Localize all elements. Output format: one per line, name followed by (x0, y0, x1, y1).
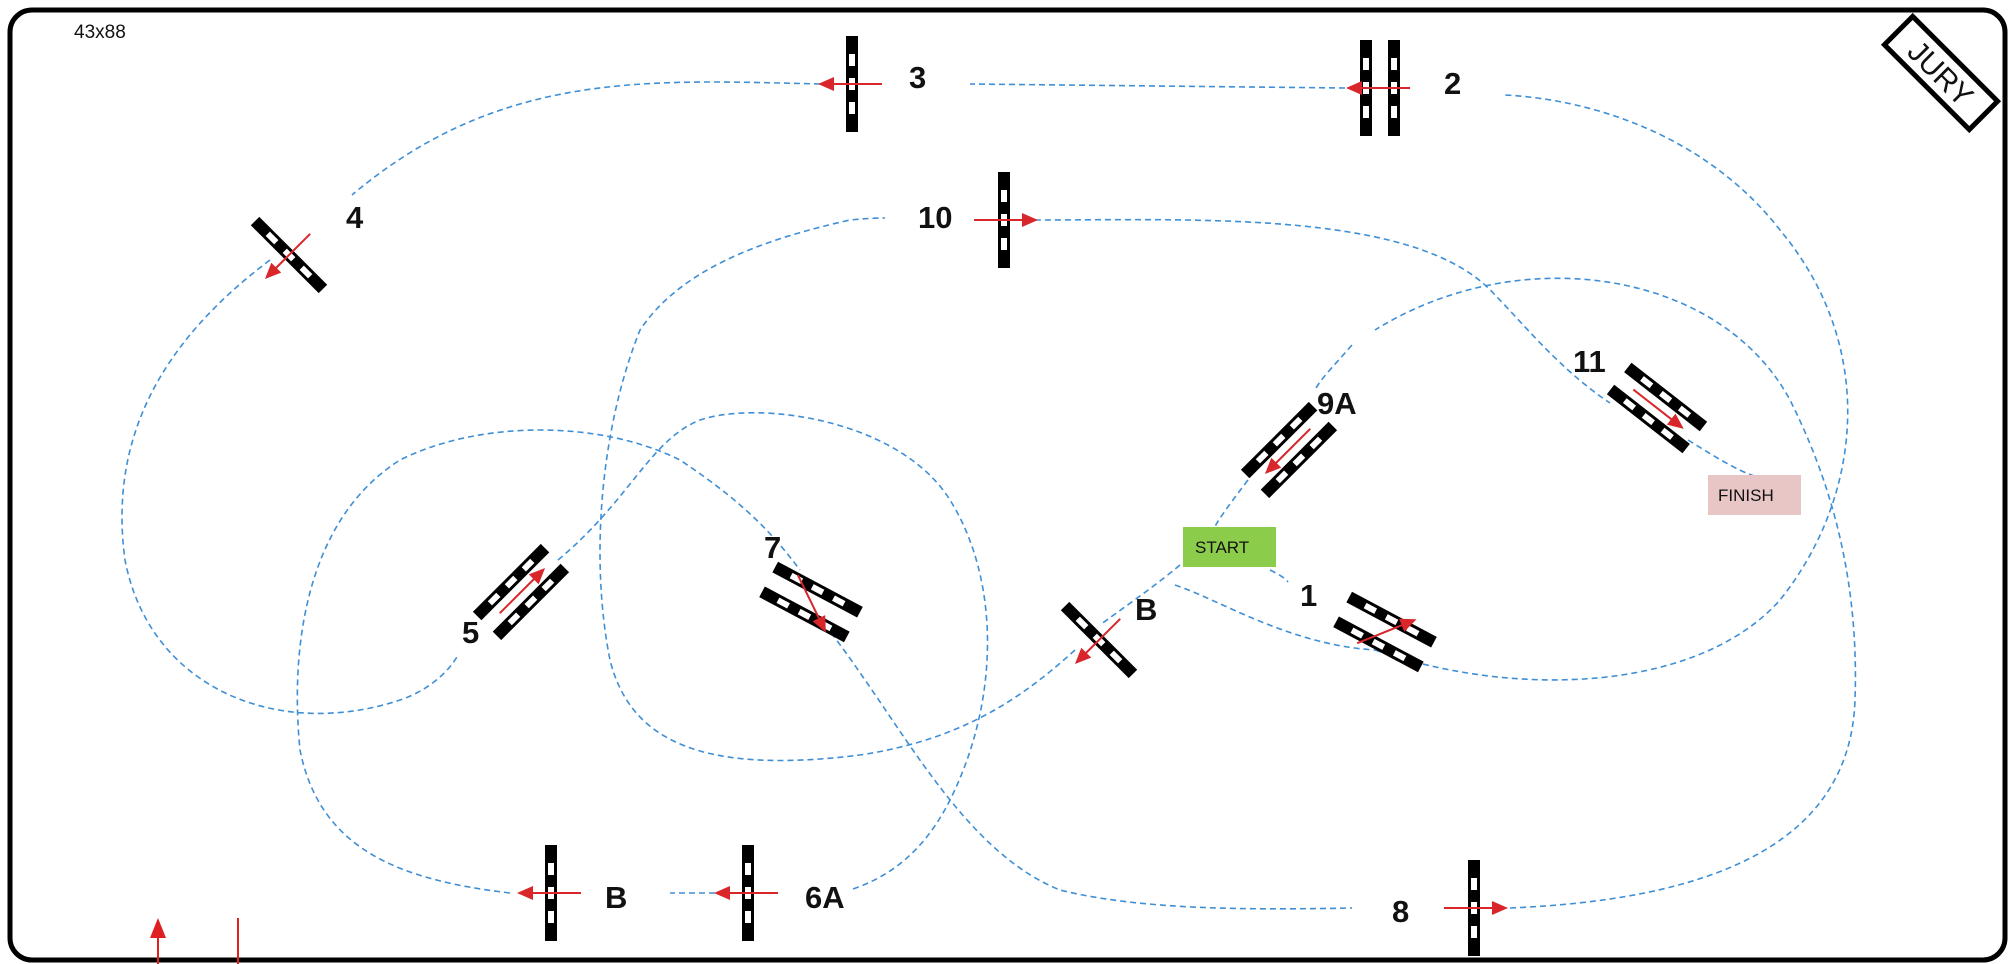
direction-arrow-icon (1264, 428, 1311, 475)
obstacle-9a (1240, 401, 1338, 499)
obstacle-label-9a: 9A (1317, 386, 1357, 421)
obstacle-label-6b: B (605, 880, 627, 915)
obstacle-label-8: 8 (1392, 894, 1409, 929)
obstacles-layer (250, 36, 1708, 956)
arena-border (7, 7, 2008, 963)
obstacle-label-7: 7 (764, 530, 781, 565)
obstacle-label-3: 3 (909, 60, 926, 95)
obstacle-label-6a: 6A (805, 880, 845, 915)
obstacle-label-11: 11 (1573, 344, 1606, 379)
direction-arrow-icon (714, 886, 778, 900)
obstacle-7 (759, 561, 863, 643)
direction-arrow-icon (974, 213, 1038, 227)
finish-box: FINISH (1708, 475, 1801, 515)
course-route (121, 81, 1857, 910)
direction-arrow-icon (1346, 81, 1410, 95)
obstacle-label-5: 5 (462, 615, 479, 650)
obstacle-label-4: 4 (346, 200, 364, 235)
arena-size-label: 43x88 (74, 22, 126, 43)
direction-arrow-icon (264, 233, 311, 280)
direction-arrow-icon (517, 886, 581, 900)
jury-box: JURY (1880, 12, 2002, 134)
direction-arrow-icon (796, 574, 826, 633)
direction-arrow-icon (499, 567, 546, 614)
start-label: START (1195, 538, 1249, 557)
obstacle-label-1: 1 (1300, 578, 1317, 613)
obstacle-11 (1606, 362, 1708, 454)
obstacle-label-10: 10 (918, 200, 952, 235)
obstacle-5 (472, 543, 570, 641)
obstacle-1 (1333, 591, 1437, 673)
obstacle-label-2: 2 (1444, 66, 1461, 101)
direction-arrow-icon (818, 77, 882, 91)
obstacle-label-9b: B (1135, 592, 1157, 627)
direction-arrow-icon (1356, 618, 1417, 645)
entry-arrow-icon (150, 918, 239, 964)
direction-arrow-icon (1074, 618, 1121, 665)
finish-label: FINISH (1718, 486, 1774, 505)
direction-arrow-icon (1444, 901, 1508, 915)
start-box: START (1183, 527, 1276, 567)
direction-arrow-icon (1632, 388, 1684, 429)
